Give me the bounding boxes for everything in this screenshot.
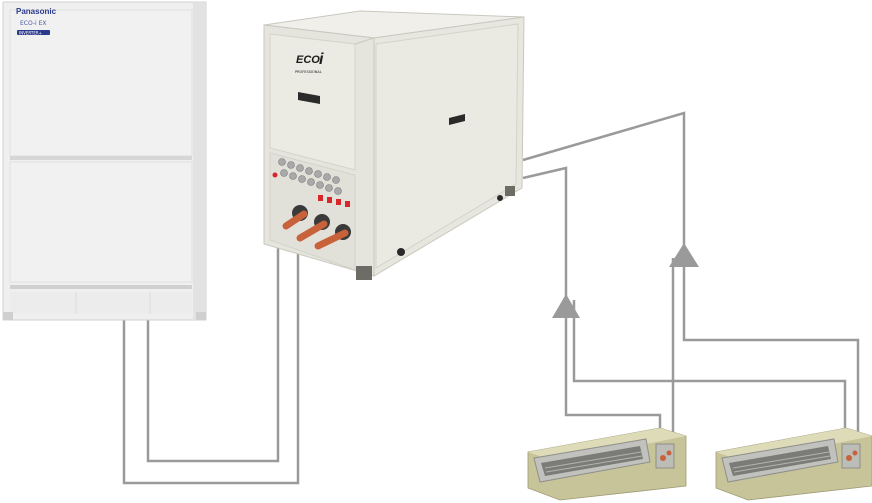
pipe-branch-1 bbox=[572, 300, 847, 445]
pipe-main-1 bbox=[522, 111, 860, 445]
water-pipe-fittings bbox=[282, 205, 351, 250]
eco-i-logo: ECO i PROFESSIONAL bbox=[295, 51, 324, 74]
svg-text:i: i bbox=[319, 51, 324, 68]
outdoor-series-label: ECO-i EX bbox=[20, 20, 47, 27]
indoor-duct-unit-2 bbox=[715, 427, 872, 501]
svg-text:ECO: ECO bbox=[296, 54, 320, 66]
piping-lines bbox=[122, 111, 860, 485]
outdoor-brand-label: Panasonic bbox=[16, 7, 57, 16]
flow-arrow-icon bbox=[552, 294, 580, 318]
status-lights bbox=[318, 195, 350, 207]
outdoor-unit: Panasonic ECO-i EX INVERTER+ bbox=[2, 1, 207, 321]
pipe-outdoor-outer bbox=[122, 240, 300, 485]
flow-arrow-icon bbox=[669, 243, 699, 267]
outdoor-badge-label: INVERTER+ bbox=[19, 30, 42, 35]
indoor-duct-unit-1 bbox=[527, 427, 687, 501]
pipe-outdoor-inner bbox=[146, 225, 280, 463]
pipe-main-2 bbox=[522, 166, 662, 440]
handle-side bbox=[449, 114, 465, 125]
svg-text:PROFESSIONAL: PROFESSIONAL bbox=[295, 70, 322, 74]
refrigerant-connectors bbox=[278, 158, 342, 195]
water-source-unit: ECO i PROFESSIONAL bbox=[263, 10, 525, 280]
handle-front bbox=[298, 92, 320, 104]
